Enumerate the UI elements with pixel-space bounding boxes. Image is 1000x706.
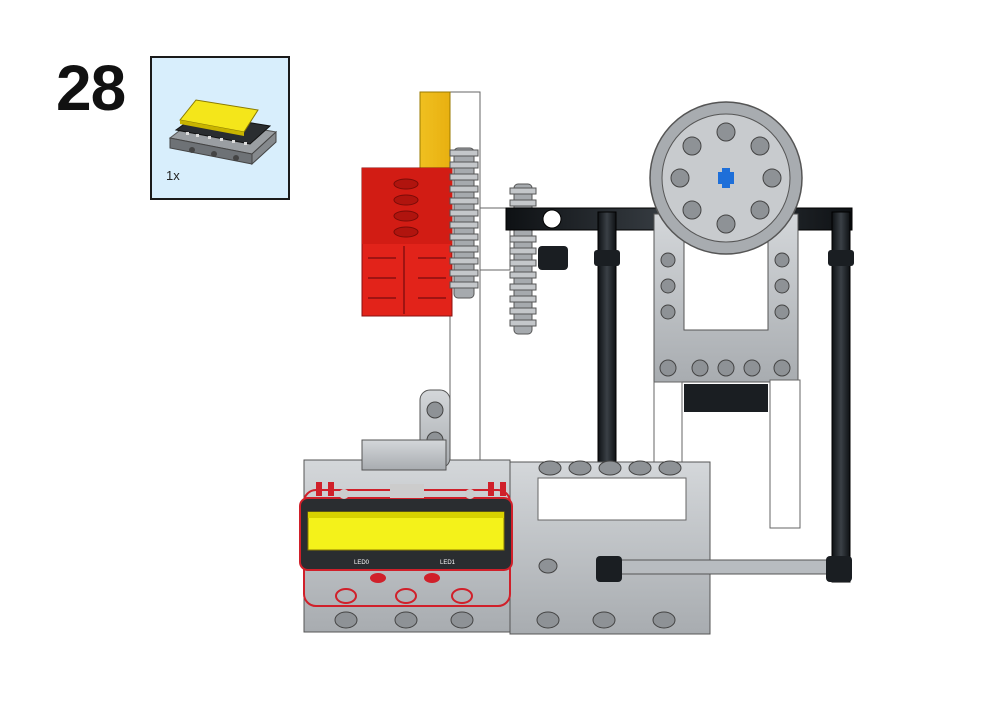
small-gear-left <box>449 147 479 299</box>
parts-callout: 1x <box>150 56 290 200</box>
axle-hole-icon <box>718 168 734 188</box>
small-gear-right <box>509 183 537 335</box>
gray-frame <box>653 213 799 412</box>
led1-label: LED1 <box>440 560 456 566</box>
microbit-breakout-board: LED0 LED1 <box>299 482 513 607</box>
large-gear <box>649 101 803 255</box>
parts-quantity: 1x <box>166 168 180 183</box>
microbit-breakout-board-icon <box>168 99 278 166</box>
step-number: 28 <box>56 52 126 124</box>
led0-label: LED0 <box>354 560 370 566</box>
red-brick <box>361 167 453 317</box>
